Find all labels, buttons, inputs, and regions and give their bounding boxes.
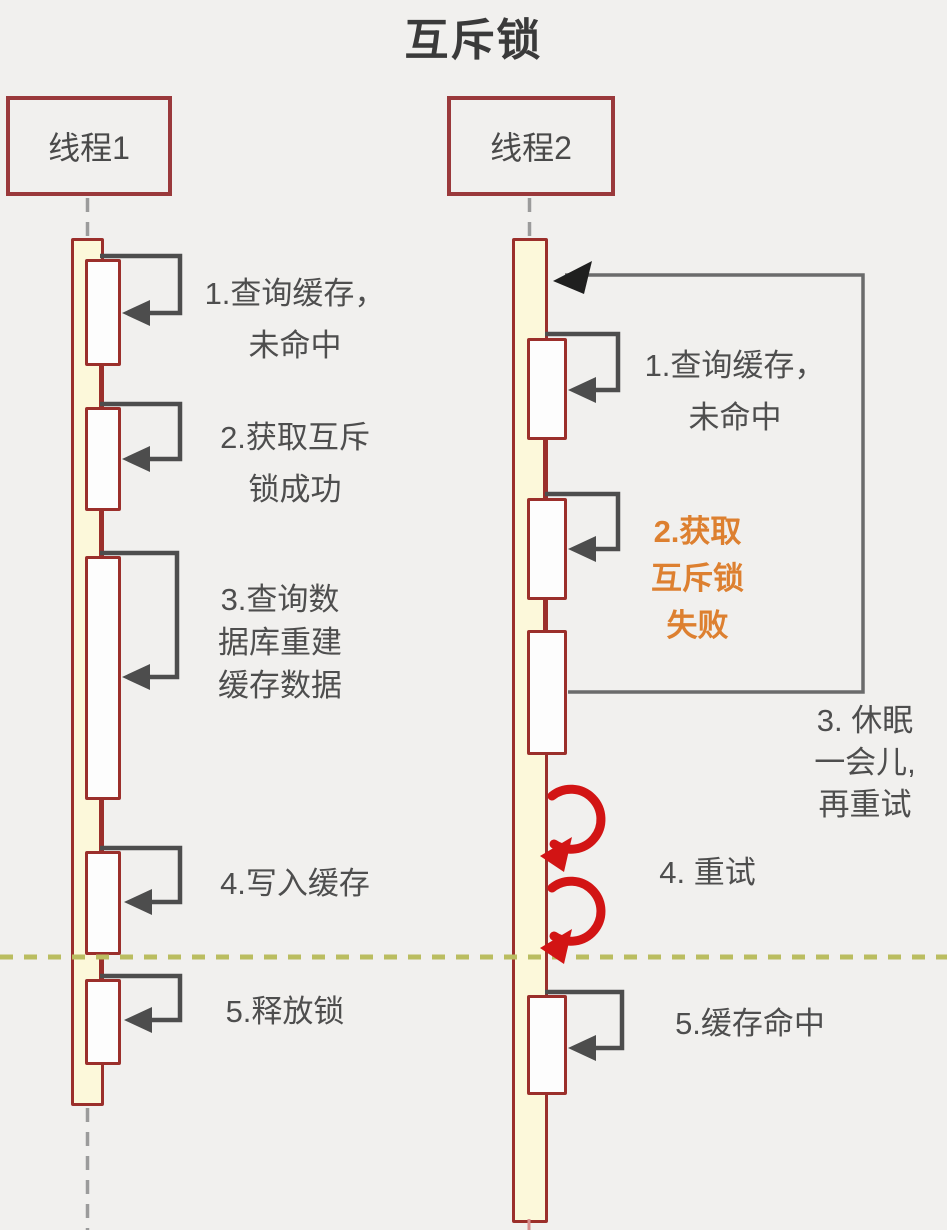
thread2-step1-label: 1.查询缓存， 未命中 [644, 348, 826, 435]
thread1-step2-label: 2.获取互斥 锁成功 [220, 420, 370, 507]
thread2-step3-label: 3. 休眠 一会儿, 再重试 [814, 703, 916, 822]
thread1-step1-label: 1.查询缓存， 未命中 [204, 276, 386, 363]
thread1-block-connector [99, 508, 103, 558]
thread1-step5-label: 5.释放锁 [225, 994, 345, 1029]
thread1-step3-label: 3.查询数 据库重建 缓存数据 [218, 582, 342, 703]
thread2-block-connector [543, 597, 547, 632]
thread2-execution-block-3 [527, 630, 567, 755]
thread2-label: 线程2 [490, 130, 572, 166]
retry-arrow-icon [547, 784, 606, 946]
thread2-execution-block-1 [527, 338, 567, 440]
thread2-step5-label: 5.缓存命中 [675, 1006, 825, 1041]
thread1-block-connector [99, 952, 103, 981]
thread1-execution-block-1 [85, 259, 121, 366]
thread2-self-loop-arrowheads [568, 377, 596, 1061]
diagram-title: 互斥锁 [404, 16, 543, 65]
thread2-execution-block-5 [527, 995, 567, 1095]
thread1-execution-block-5 [85, 979, 121, 1065]
thread1-block-connector [99, 797, 103, 853]
thread1-step4-label: 4.写入缓存 [220, 866, 370, 901]
thread1-box: 线程1 [6, 96, 172, 196]
thread2-block-connector [543, 437, 547, 500]
thread2-step2-label-highlight: 2.获取 互斥锁 失败 [651, 514, 744, 643]
thread1-label: 线程1 [48, 130, 130, 166]
thread2-step4-label: 4. 重试 [659, 855, 756, 890]
feedback-loop-arrowhead [553, 261, 592, 294]
thread1-execution-block-2 [85, 407, 121, 511]
thread1-execution-block-3 [85, 556, 121, 800]
thread1-block-connector [99, 363, 103, 409]
thread1-self-loop-arrowheads [122, 300, 152, 1033]
thread1-execution-block-4 [85, 851, 121, 955]
thread2-execution-block-2 [527, 498, 567, 600]
thread2-box: 线程2 [447, 96, 615, 196]
